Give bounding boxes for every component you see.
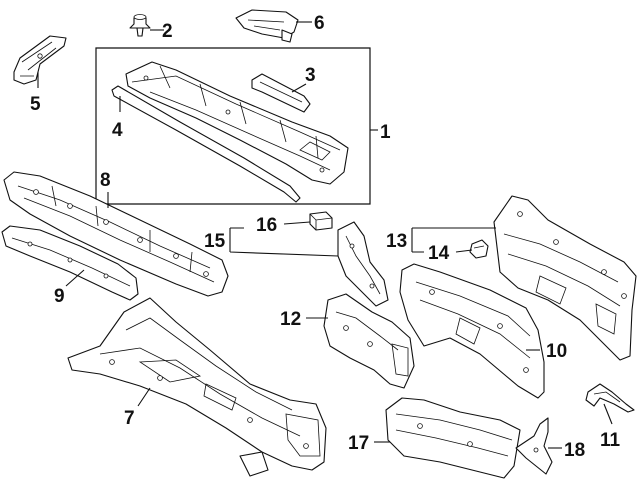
part-10-dash-insulator[interactable] [399,263,545,399]
group-1-bracket-box [95,47,371,205]
part-14-clip[interactable] [469,239,489,259]
part-8-cross-member[interactable] [3,171,229,297]
part-2-clip[interactable] [129,14,151,37]
part-6-plate[interactable] [235,9,299,43]
part-18-bracket[interactable] [515,417,553,475]
part-5-bracket[interactable] [13,35,67,85]
callout-6: 6 [314,13,325,34]
callout-13: 13 [386,231,407,252]
callout-labels: 1 2 3 4 5 6 7 8 9 10 11 12 13 14 15 16 1… [30,13,621,461]
callout-4: 4 [112,120,123,141]
callout-14: 14 [428,243,450,264]
callout-3: 3 [305,65,316,86]
part-9-lower-member[interactable] [1,225,139,301]
callout-11: 11 [600,430,621,451]
part-11-curved-strip[interactable] [585,383,635,413]
part-15-bracket[interactable] [337,221,389,307]
callout-15: 15 [204,231,226,252]
callout-1: 1 [380,122,391,143]
callout-9: 9 [54,286,65,307]
part-12-insulator[interactable] [323,293,415,389]
callout-16: 16 [256,215,277,236]
callout-17: 17 [348,433,369,454]
callout-2: 2 [162,21,173,42]
part-3-bracket[interactable] [251,73,311,113]
part-17-insulator[interactable] [385,397,521,479]
part-7-cowl-assembly[interactable] [67,297,327,477]
callout-7: 7 [124,408,135,429]
part-4-seal-strip[interactable] [111,85,301,203]
callout-5: 5 [30,94,41,115]
callout-12: 12 [280,309,301,330]
callout-8: 8 [100,170,111,191]
part-13-dash-panel[interactable] [493,195,637,361]
part-16-pad[interactable] [309,211,333,231]
callout-10: 10 [546,341,567,362]
part-1-cowl-top-panel[interactable] [125,61,349,185]
leader-lines [37,21,613,449]
callout-18: 18 [564,440,585,461]
